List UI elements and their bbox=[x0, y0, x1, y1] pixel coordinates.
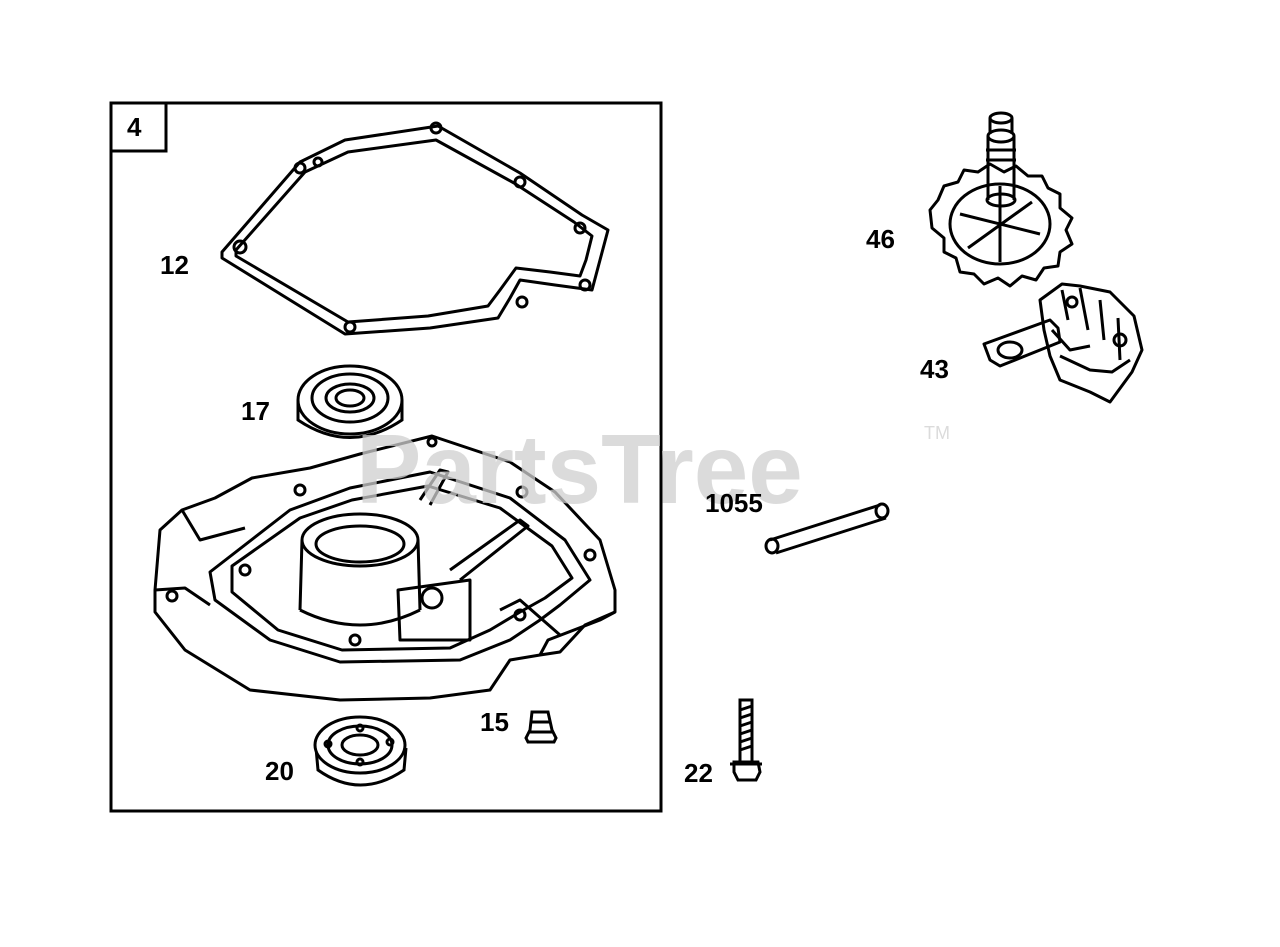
watermark-text: PartsTree bbox=[356, 414, 803, 524]
crankcase-cover-part bbox=[153, 434, 617, 702]
governor-part bbox=[982, 282, 1144, 404]
part-label-43: 43 bbox=[920, 354, 949, 384]
screw-part bbox=[730, 698, 762, 782]
pin-part bbox=[764, 502, 890, 555]
plug-part bbox=[524, 710, 558, 744]
kit-number-label: 4 bbox=[127, 112, 142, 142]
kit-box bbox=[109, 101, 663, 813]
gasket-part bbox=[220, 121, 610, 336]
part-label-15: 15 bbox=[480, 707, 509, 737]
part-label-1055: 1055 bbox=[705, 488, 763, 518]
part-label-46: 46 bbox=[866, 224, 895, 254]
watermark-tm: TM bbox=[924, 423, 950, 443]
part-label-20: 20 bbox=[265, 756, 294, 786]
part-label-22: 22 bbox=[684, 758, 713, 788]
bearing-part bbox=[296, 364, 404, 439]
oil-seal-part bbox=[313, 715, 408, 787]
gear-part bbox=[928, 111, 1074, 288]
part-label-17: 17 bbox=[241, 396, 270, 426]
kit-number-box bbox=[109, 101, 168, 153]
part-label-12: 12 bbox=[160, 250, 189, 280]
